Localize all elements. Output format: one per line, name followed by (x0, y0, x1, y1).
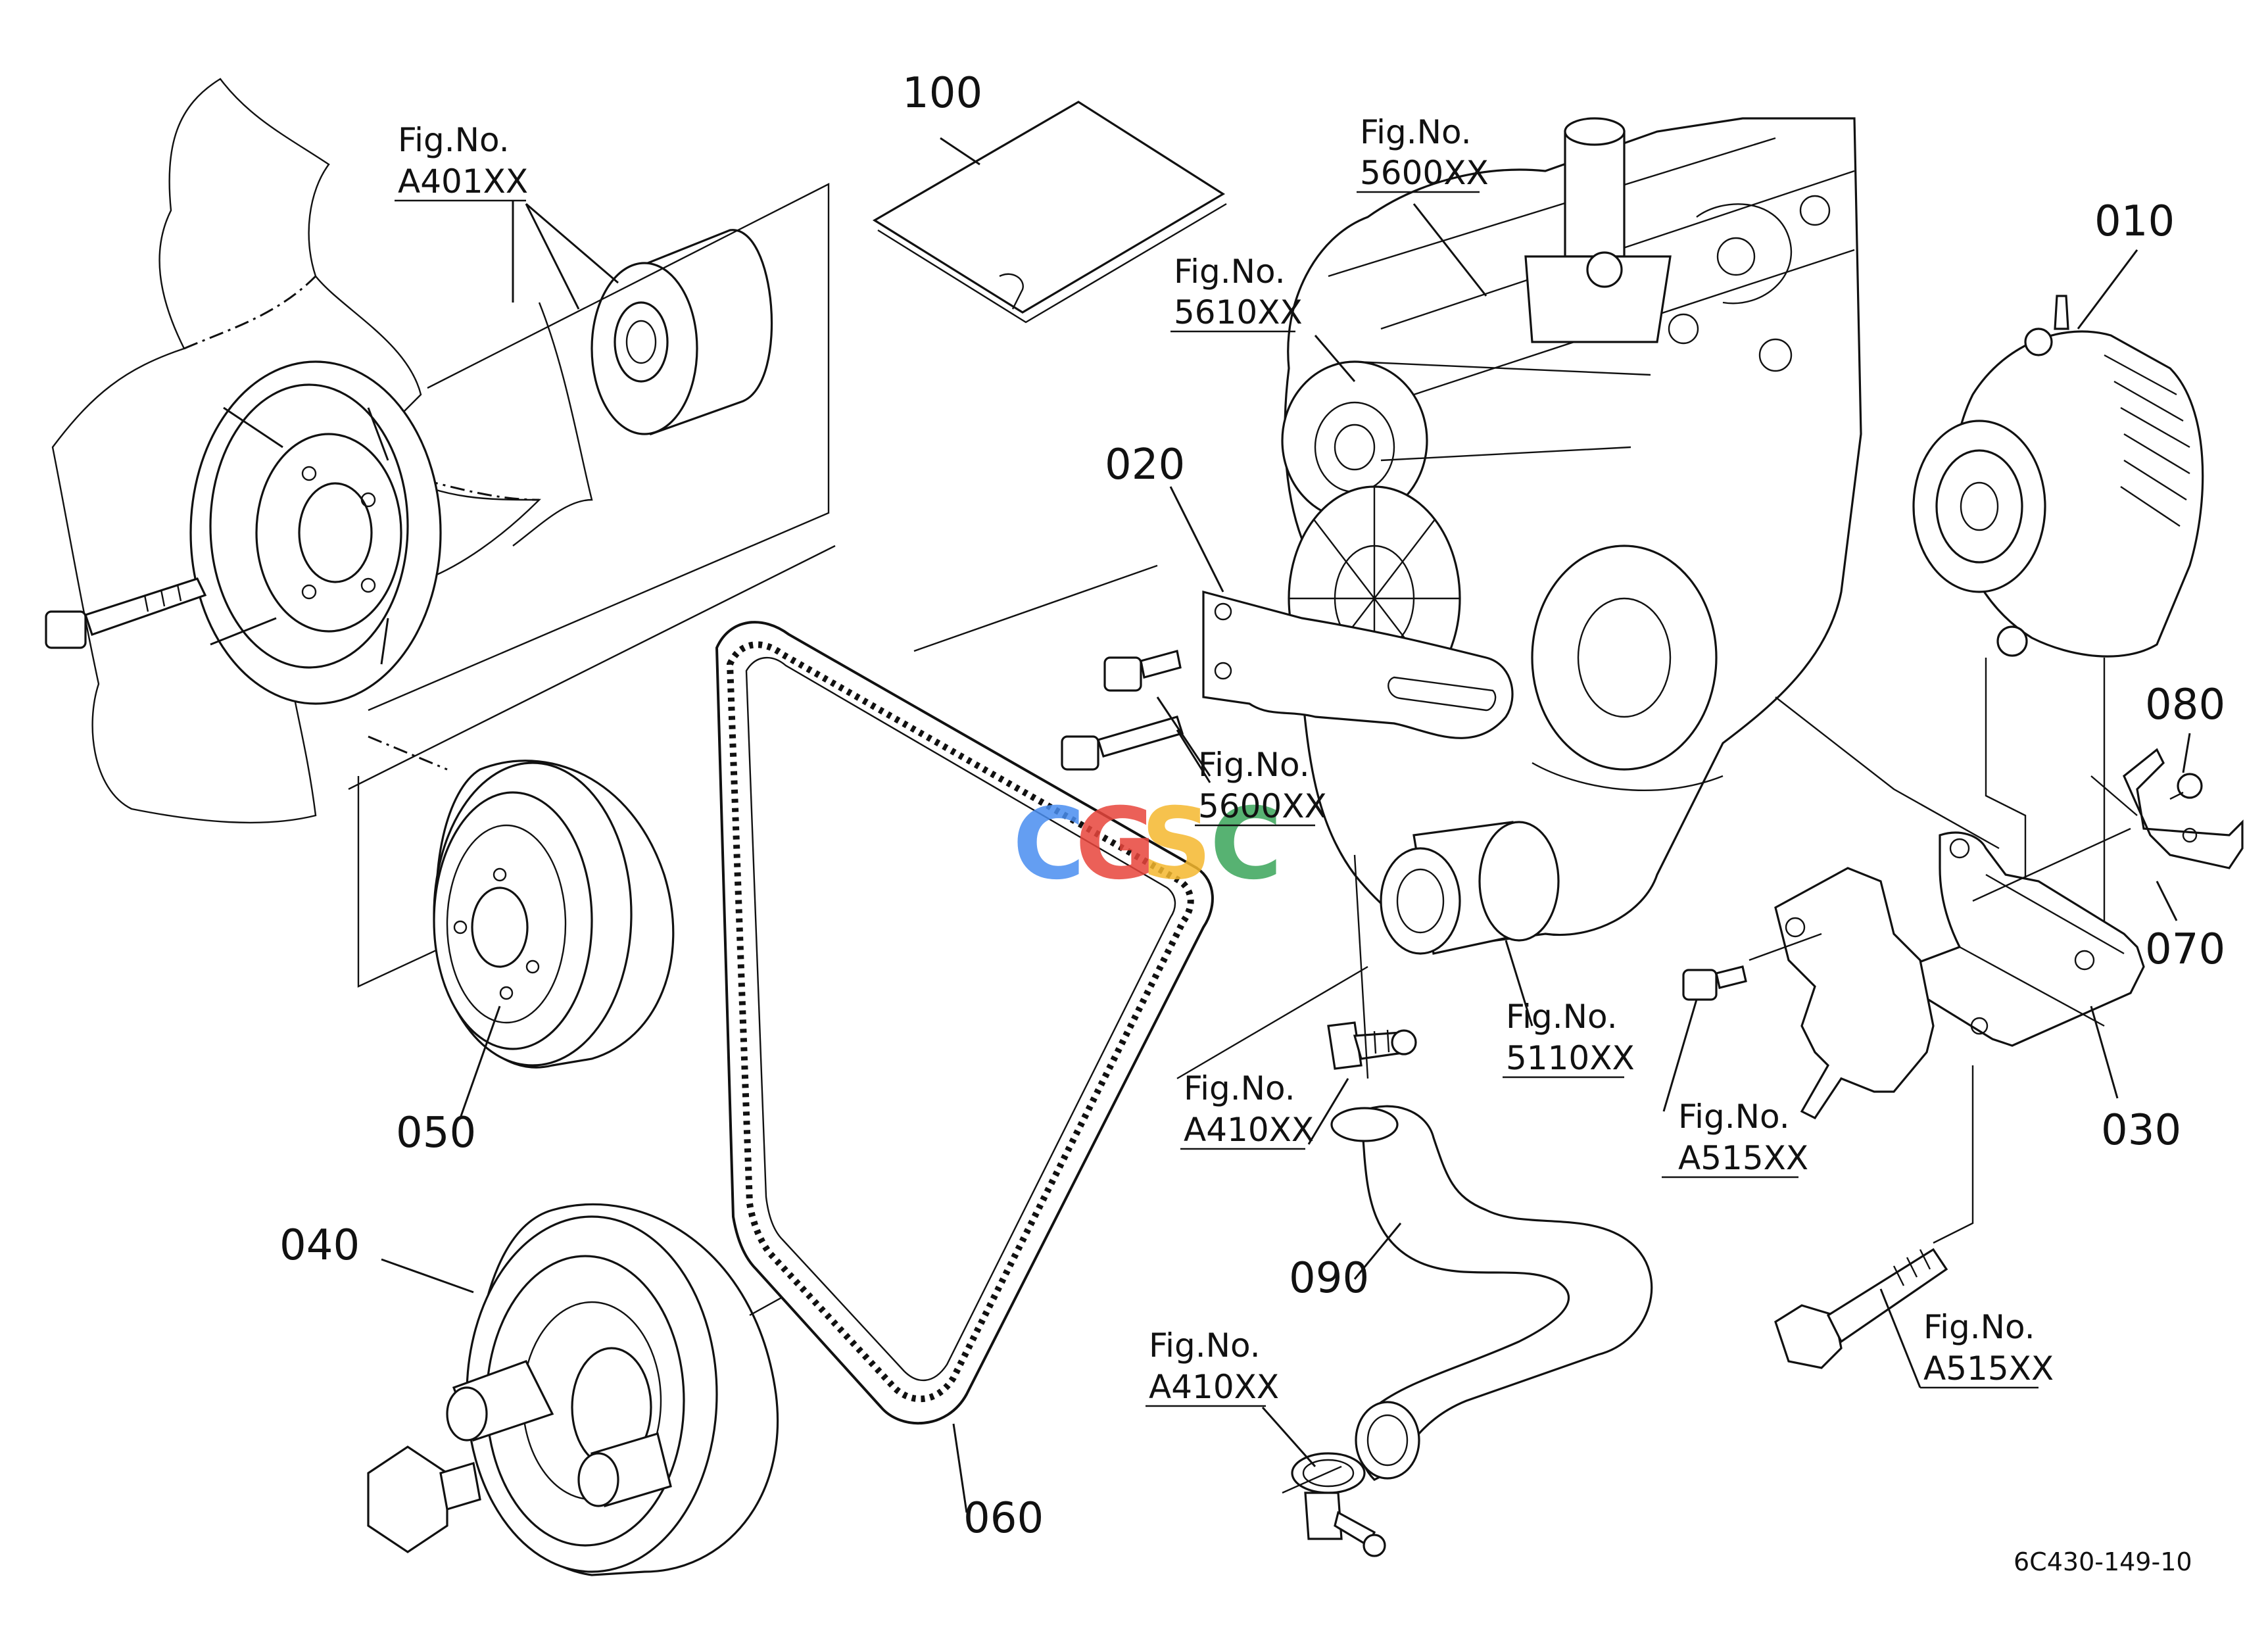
leader-050 (459, 1006, 501, 1119)
part-label-030: 030 (2101, 1106, 2181, 1155)
fig-ref-a515-low: Fig.No. A515XX (1920, 1308, 2054, 1389)
bracket-bolts-drawing (1061, 650, 1184, 771)
diagram-code: 6C430-149-10 (2014, 1547, 2192, 1576)
fig-ref-code: 5610XX (1174, 293, 1303, 331)
alternator-bracket-drawing (1202, 590, 1514, 739)
fig-ref-code: A401XX (398, 162, 528, 201)
booklet-drawing (872, 101, 1227, 324)
fan-spacer-drawing (591, 229, 773, 436)
leader-020 (1169, 486, 1224, 593)
fig-ref-prefix: Fig.No. (1506, 998, 1618, 1036)
leader-fig-5600-mid (1156, 696, 1211, 783)
leader-040 (381, 1258, 474, 1294)
stay-bolt-drawing (2169, 773, 2203, 800)
fig-ref-code: A515XX (1923, 1349, 2054, 1388)
fan-assembly-frame (368, 183, 830, 712)
stay-bracket-drawing (1682, 867, 1935, 1120)
fig-ref-a410-low: Fig.No. A410XX (1146, 1326, 1279, 1407)
hose-clamp-upper-drawing (1327, 1021, 1417, 1070)
fig-ref-prefix: Fig.No. (1149, 1326, 1261, 1365)
alternator-stay-drawing (1906, 831, 2145, 1047)
leader-fig-a515-mid (1662, 999, 1698, 1112)
water-hose-drawing (1330, 1105, 1653, 1481)
leader-fig-a410-low (1261, 1407, 1316, 1467)
part-label-060: 060 (963, 1494, 1044, 1543)
fig-ref-code: A410XX (1184, 1111, 1314, 1149)
fig-ref-code: A410XX (1149, 1368, 1279, 1406)
part-label-020: 020 (1105, 441, 1185, 489)
part-label-010: 010 (2094, 197, 2175, 246)
watermark-logo: C G S C (1013, 787, 1282, 902)
watermark-letter-2: G (1075, 787, 1156, 902)
part-label-040: 040 (279, 1221, 360, 1270)
long-bolt-assembly-line (1933, 1065, 1974, 1244)
fig-ref-code: A515XX (1678, 1139, 1808, 1177)
leader-080 (2182, 733, 2191, 773)
fig-a401-leader (512, 201, 619, 310)
fig-ref-prefix: Fig.No. (1184, 1069, 1295, 1107)
fig-ref-5600-mid: Fig.No. 5600XX (1195, 746, 1327, 827)
fan-belt-drawing (715, 621, 1214, 1425)
fig-ref-code: 5600XX (1360, 154, 1489, 192)
watermark-letter-3: S (1141, 787, 1212, 902)
fig-ref-5600-top: Fig.No. 5600XX (1357, 113, 1489, 193)
leader-060 (952, 1423, 968, 1513)
part-label-090: 090 (1289, 1254, 1369, 1303)
leader-fig-5600-top (1412, 203, 1487, 297)
leader-010 (2077, 249, 2138, 329)
watermark-letter-4: C (1210, 787, 1282, 902)
leader-fig-a515-low (1879, 1288, 1921, 1388)
fan-assembly-frame-lower (348, 545, 836, 790)
fig-ref-code: 5600XX (1198, 787, 1327, 825)
stay-assembly-line (1749, 933, 1822, 961)
fig-ref-a401: Fig.No. A401XX (395, 121, 528, 202)
lower-clamp-assembly-line (1282, 1465, 1342, 1494)
fig-ref-prefix: Fig.No. (1360, 113, 1472, 151)
alternator-drawing (1912, 295, 2204, 658)
leader-fig-5110 (1505, 940, 1533, 1027)
part-label-100: 100 (902, 69, 982, 118)
fig-ref-5110: Fig.No. 5110XX (1503, 998, 1635, 1079)
engine-assembly-lines (1354, 360, 1651, 462)
fig-ref-5610: Fig.No. 5610XX (1170, 253, 1303, 333)
fig-ref-prefix: Fig.No. (1923, 1308, 2035, 1346)
leader-fig-a410-mid (1307, 1078, 1349, 1145)
cooling-fan-drawing (45, 78, 593, 824)
leader-070 (2156, 881, 2178, 921)
stay-plate-assembly-line (1972, 775, 2138, 902)
fig-ref-prefix: Fig.No. (1678, 1098, 1790, 1136)
fig-ref-a410-mid: Fig.No. A410XX (1180, 1069, 1314, 1150)
fig-ref-prefix: Fig.No. (1198, 746, 1310, 784)
long-bolt-drawing (1774, 1248, 1948, 1369)
clamp-assembly-lines (1176, 854, 1369, 1080)
belt-assembly-line (913, 564, 1158, 652)
stay-plate-drawing (2123, 748, 2244, 869)
leader-030 (2090, 1006, 2119, 1099)
fig-ref-code: 5110XX (1506, 1039, 1635, 1077)
leader-100 (940, 137, 980, 166)
leader-090 (1353, 1223, 1402, 1280)
leader-fig-5610 (1314, 335, 1356, 382)
part-label-080: 080 (2145, 681, 2225, 729)
part-label-050: 050 (396, 1109, 476, 1157)
watermark-letter-1: C (1013, 787, 1085, 902)
engine-block-drawing (1281, 117, 1862, 955)
fig-ref-a515-mid: Fig.No. A515XX (1662, 1098, 1808, 1178)
part-label-070: 070 (2145, 925, 2225, 974)
fan-pulley-drawing (433, 760, 675, 1069)
crank-pulley-drawing (367, 1203, 779, 1576)
fig-ref-prefix: Fig.No. (1174, 253, 1286, 291)
centerline (368, 735, 448, 771)
fig-ref-prefix: Fig.No. (398, 121, 510, 159)
